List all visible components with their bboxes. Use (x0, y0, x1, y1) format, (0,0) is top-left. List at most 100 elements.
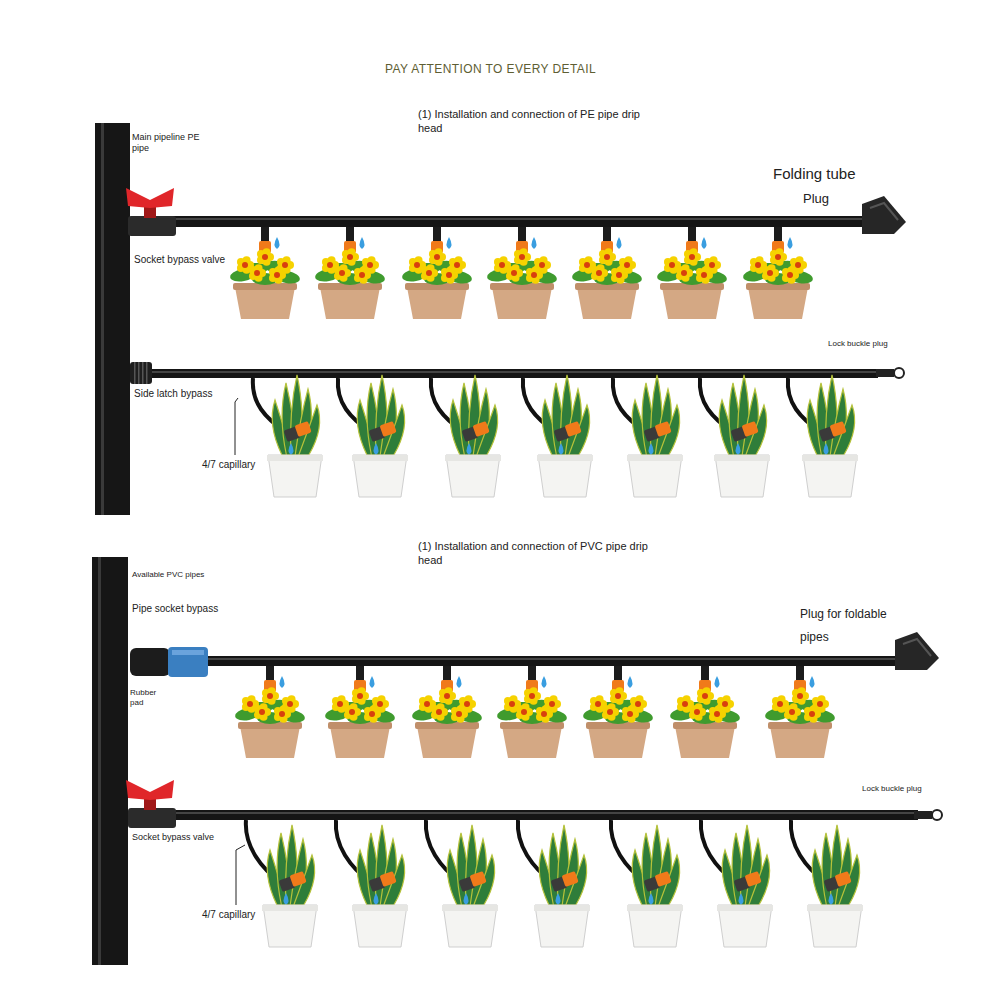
flower-center (669, 262, 675, 268)
snake-plant-pot (426, 820, 498, 947)
pipe-highlight (101, 123, 104, 515)
pot (492, 287, 552, 319)
stake-head (379, 421, 396, 437)
flower-pot (669, 666, 741, 758)
flower-center (795, 262, 801, 268)
plug-edge (870, 203, 898, 220)
stake-head (654, 871, 671, 887)
side-latch-fitting (130, 362, 152, 384)
folding-plug (895, 632, 939, 670)
pot-rim (627, 455, 683, 461)
flower-pot (411, 666, 483, 758)
snake-plant-pot (431, 375, 501, 497)
flower-center (262, 254, 268, 260)
main-pipe (95, 123, 130, 515)
pot (538, 455, 592, 497)
water-drop (464, 893, 469, 905)
flower-center (694, 709, 700, 715)
water-drop (739, 893, 744, 905)
pot-rim (262, 905, 318, 911)
main-pipe (92, 557, 128, 965)
snake-plant-pot (613, 375, 683, 497)
dripper-stem (433, 227, 441, 243)
water-drop (360, 237, 365, 249)
flower-center (767, 270, 773, 276)
water-drop (542, 676, 547, 688)
water-drop (649, 893, 654, 905)
part-label: Plug for foldable pipes (800, 603, 900, 649)
pot (628, 455, 682, 497)
valve-body (128, 808, 176, 828)
lock-plug (914, 811, 932, 819)
pot-rim (267, 455, 323, 461)
flower-pot (486, 227, 558, 319)
pot (320, 287, 380, 319)
water-drop (374, 893, 379, 905)
pot-rim (445, 455, 501, 461)
flower-center (349, 709, 355, 715)
dripper-stem (774, 227, 782, 243)
flower-center (616, 272, 622, 278)
flower-center (817, 701, 823, 707)
pot (748, 287, 808, 319)
dripper-stem (346, 227, 354, 243)
flower-center (282, 262, 288, 268)
section-heading: (1) Installation and connection of PE pi… (418, 108, 658, 136)
pot (662, 287, 722, 319)
flower-pot (229, 227, 301, 319)
snake-plant-pot (518, 820, 590, 947)
water-drop (467, 443, 472, 455)
dripper-stem (796, 666, 804, 682)
fitting-ridge (138, 362, 140, 384)
water-drop (532, 237, 537, 249)
stake-head (744, 871, 761, 887)
snake-plant-pot (523, 375, 593, 497)
stake-head (379, 871, 396, 887)
flower-center (337, 701, 343, 707)
part-label: Socket bypass valve (130, 832, 216, 843)
pot (628, 905, 682, 947)
part-label: Main pipeline PE pipe (132, 132, 214, 155)
flower-center (434, 254, 440, 260)
flower-pot (401, 227, 473, 319)
valve-handle (126, 188, 174, 208)
plug-edge (903, 639, 931, 656)
pot-rim (807, 905, 863, 911)
flower-center (499, 262, 505, 268)
water-drop (824, 443, 829, 455)
flower-pot (764, 666, 836, 758)
pot (443, 905, 497, 947)
dripper-stem (356, 666, 364, 682)
pot (588, 726, 648, 758)
pot (577, 287, 637, 319)
snake-plant-pot (246, 820, 318, 947)
flower-center (509, 701, 515, 707)
flower-center (635, 701, 641, 707)
flower-center (446, 272, 452, 278)
snake-plant-pot (338, 375, 408, 497)
flower-center (464, 701, 470, 707)
stake-head (294, 421, 311, 437)
flower-center (327, 262, 333, 268)
flower-center (279, 711, 285, 717)
flower-center (254, 270, 260, 276)
valve-handle (126, 780, 174, 800)
flower-center (595, 701, 601, 707)
stake-head (564, 421, 581, 437)
part-label: 4/7 capillary (200, 909, 257, 922)
lock-ring (894, 368, 904, 378)
part-label: Rubber pad (130, 688, 164, 708)
pipe-highlight (150, 812, 918, 814)
flower-center (242, 262, 248, 268)
part-label: Available PVC pipes (132, 570, 204, 580)
flower-pot (582, 666, 654, 758)
flower-center (454, 262, 460, 268)
title: PAY ATTENTION TO EVERY DETAIL (385, 62, 596, 77)
socket-cap (130, 648, 170, 676)
stake-head (741, 421, 758, 437)
dripper-stem (614, 666, 622, 682)
water-drop (284, 893, 289, 905)
flower-pot (571, 227, 643, 319)
pipe-highlight (205, 658, 900, 660)
water-drop (370, 676, 375, 688)
